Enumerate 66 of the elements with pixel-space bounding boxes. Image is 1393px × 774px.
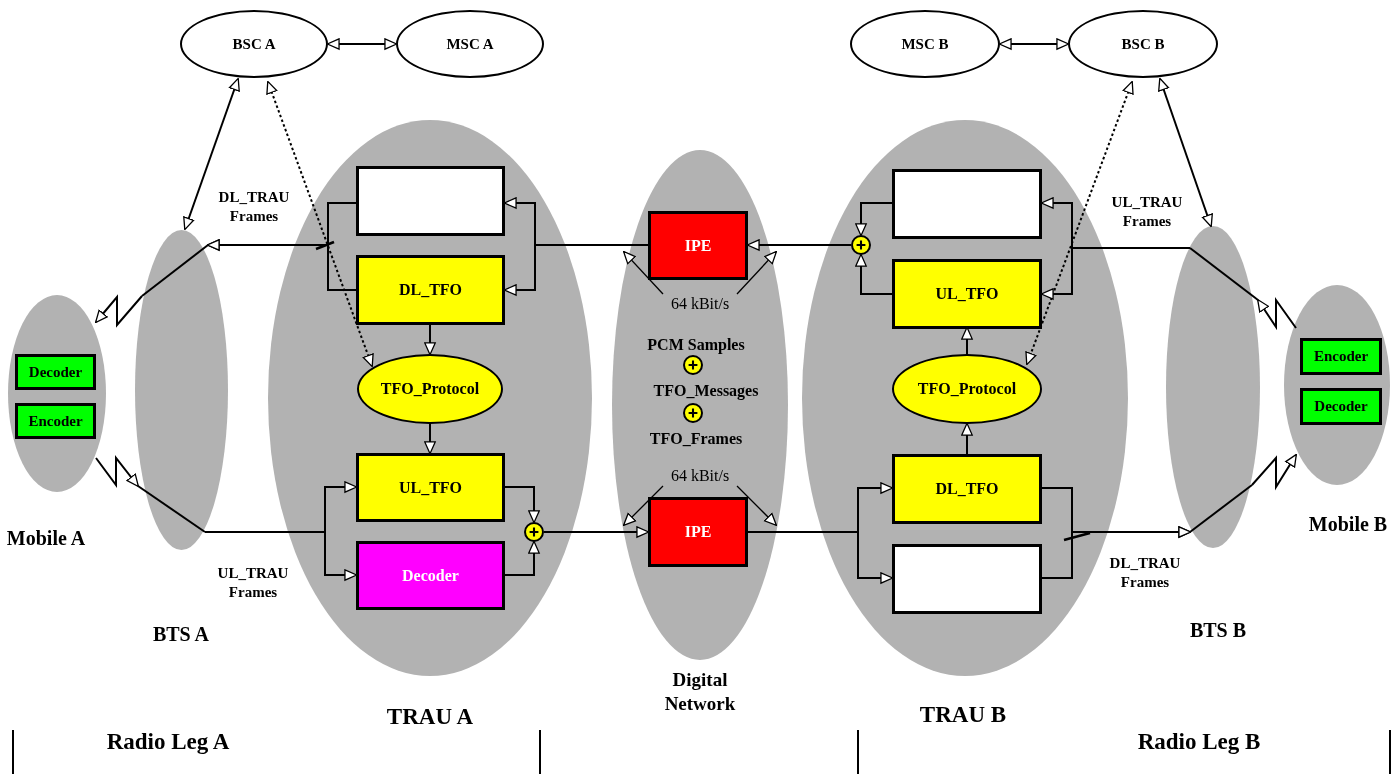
network-node-ellipse: BSC A [180,10,328,78]
link-label: UL_TRAU Frames [1110,193,1184,231]
connector [1257,296,1297,331]
link-label: Radio Leg B [1136,728,1262,756]
connector [504,540,540,576]
leader-line [622,250,664,295]
link-label: UL_TRAU Frames [216,564,290,602]
connector [183,77,240,231]
empty-box [892,544,1042,614]
connector [1158,77,1213,228]
connector [746,239,852,251]
connector [326,38,398,50]
connector [961,422,973,455]
connector [424,324,436,356]
connector [1251,453,1297,491]
element-label: Mobile B [1307,512,1389,537]
tfo-box: UL_TFO [356,453,505,522]
empty-box [356,166,505,236]
connector [424,423,436,455]
connector [95,455,140,489]
protocol-ellipse: TFO_Protocol [357,354,503,424]
ipe-box: IPE [648,211,748,280]
connector [855,253,893,295]
protocol-ellipse: TFO_Protocol [892,354,1042,424]
network-node-ellipse: MSC B [850,10,1000,78]
rate-label: 64 kBit/s [662,465,738,487]
leader-line [736,250,778,295]
link-label: TFO_Messages [652,381,760,401]
codec-box: Encoder [15,403,96,439]
decoder-box: Decoder [356,541,505,610]
codec-box: Encoder [1300,338,1382,375]
link-label: Radio Leg A [105,728,231,756]
element-label: Digital Network [663,668,737,716]
link-label: TFO_Frames [648,429,744,449]
connector [543,526,650,538]
rate-label: 64 kBit/s [662,293,738,315]
connector [266,80,374,368]
summing-junction [524,522,544,542]
element-label: BTS B [1188,618,1248,643]
summing-junction [851,235,871,255]
codec-box: Decoder [15,354,96,390]
element-label: Mobile A [6,526,86,551]
ipe-box: IPE [648,497,748,567]
codec-box: Decoder [1300,388,1382,425]
connector [1025,80,1134,366]
network-node-ellipse: MSC A [396,10,544,78]
element-label: TRAU B [918,701,1008,729]
connector [504,486,540,524]
connector [998,38,1070,50]
empty-box [892,169,1042,239]
tfo-box: UL_TFO [892,259,1042,329]
connector [206,239,357,291]
tfo-box: DL_TFO [892,454,1042,524]
link-label: DL_TRAU Frames [217,188,291,226]
network-node-ellipse: BSC B [1068,10,1218,78]
leader-line [622,485,664,527]
connector [1041,526,1192,579]
element-label: TRAU A [385,703,475,731]
connector [94,294,143,328]
link-label: DL_TRAU Frames [1108,554,1182,592]
element-label: BTS A [151,622,211,647]
leader-line [736,485,778,527]
link-label: PCM Samples [646,335,746,355]
connector [961,326,973,355]
tfo-box: DL_TFO [356,255,505,325]
connector [855,202,893,237]
